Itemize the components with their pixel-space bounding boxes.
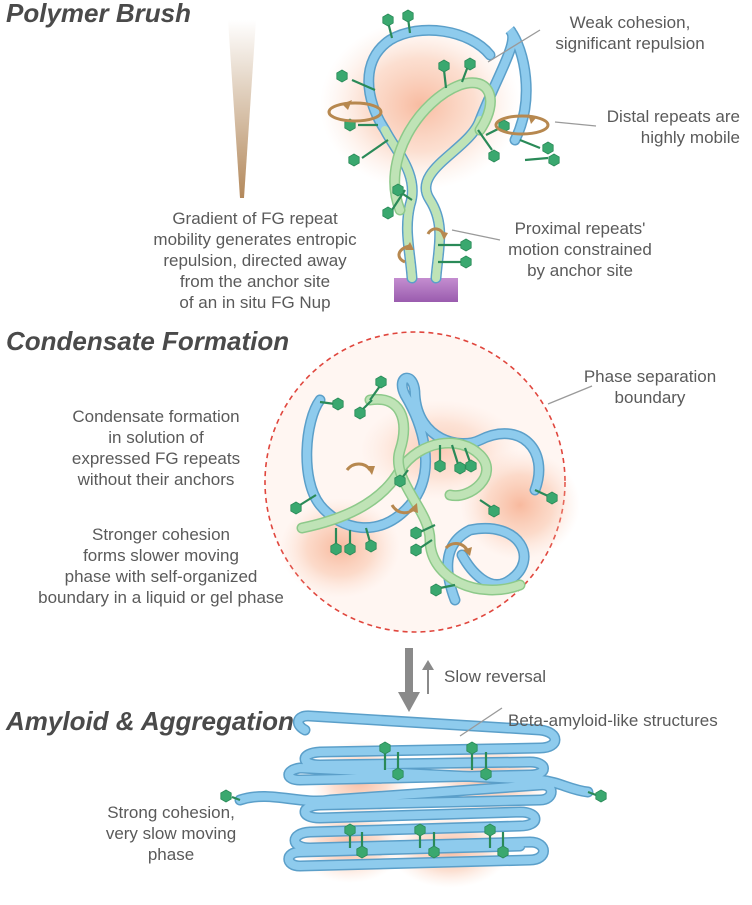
strong-line: Strong cohesion, xyxy=(107,803,235,822)
stronger-cohesion-label: Stronger cohesion forms slower moving ph… xyxy=(16,524,306,608)
distal-line: highly mobile xyxy=(640,128,740,147)
fg-repeats-brush xyxy=(351,17,549,264)
formation-line: without their anchors xyxy=(77,470,235,489)
brush-leader-lines xyxy=(451,29,597,241)
formation-line: in solution of xyxy=(108,428,204,447)
proximal-repeats-label: Proximal repeats' motion constrained by … xyxy=(500,218,660,281)
phase-boundary-line: boundary xyxy=(614,388,686,407)
gradient-label-line: from the anchor site xyxy=(179,272,331,291)
formation-line: Condensate formation xyxy=(72,407,240,426)
section-title-amyloid: Amyloid & Aggregation xyxy=(6,706,294,736)
proximal-line: Proximal repeats' xyxy=(514,219,646,238)
cohesion-line: Stronger cohesion xyxy=(92,525,230,544)
anchor-site xyxy=(394,278,458,302)
strong-line: phase xyxy=(147,845,195,864)
gradient-label-line: repulsion, directed away xyxy=(163,251,347,270)
distal-line: Distal repeats are xyxy=(606,107,740,126)
slow-reversal-label: Slow reversal xyxy=(444,667,547,686)
gradient-label-line: of an in situ FG Nup xyxy=(179,293,331,312)
section-title-polymer-brush: Polymer Brush xyxy=(6,0,191,28)
section-title-condensate: Condensate Formation xyxy=(6,326,290,356)
strong-line: very slow moving xyxy=(105,824,237,843)
fg-repeats-condensate xyxy=(299,385,549,590)
cohesion-line: phase with self-organized xyxy=(64,567,258,586)
proximal-line: motion constrained xyxy=(508,240,652,259)
condensate-formation-label: Condensate formation in solution of expr… xyxy=(46,406,266,490)
mobility-gradient-cone xyxy=(228,20,256,198)
phase-boundary-label: Phase separation boundary xyxy=(580,366,720,408)
weak-cohesion-label: Weak cohesion, significant repulsion xyxy=(530,12,730,54)
formation-line: expressed FG repeats xyxy=(71,449,241,468)
polymer-brush-illustration xyxy=(228,9,597,302)
weak-cohesion-line: significant repulsion xyxy=(555,34,705,53)
cohesion-line: forms slower moving xyxy=(83,546,239,565)
distal-repeats-label: Distal repeats are highly mobile xyxy=(560,106,740,148)
cohesion-line: boundary in a liquid or gel phase xyxy=(38,588,284,607)
gradient-label-line: Gradient of FG repeat xyxy=(172,209,338,228)
amyloid-illustration xyxy=(220,707,607,888)
strong-cohesion-label: Strong cohesion, very slow moving phase xyxy=(96,802,246,865)
reversal-arrows xyxy=(398,648,434,712)
gradient-label-line: mobility generates entropic xyxy=(153,230,357,249)
beta-amyloid-label: Beta-amyloid-like structures xyxy=(508,711,718,730)
condensate-illustration xyxy=(264,331,593,633)
proximal-line: by anchor site xyxy=(527,261,633,280)
gradient-label: Gradient of FG repeat mobility generates… xyxy=(140,208,370,313)
phase-boundary-line: Phase separation xyxy=(583,367,717,386)
weak-cohesion-line: Weak cohesion, xyxy=(569,13,691,32)
